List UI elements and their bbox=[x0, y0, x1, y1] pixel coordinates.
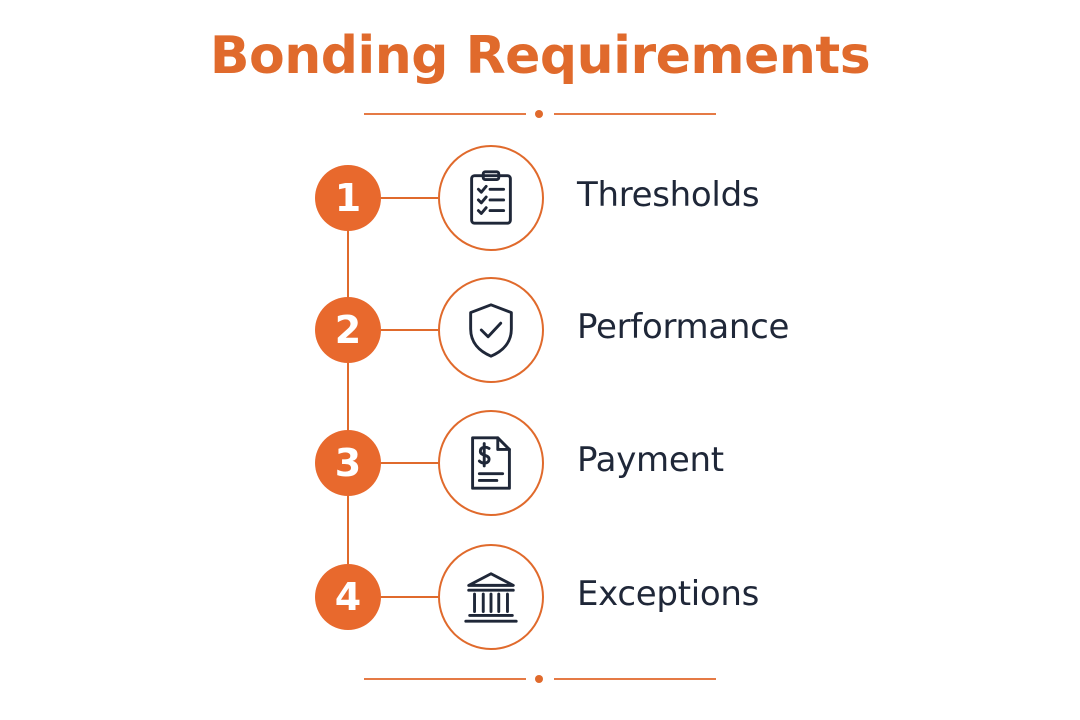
step-number-badge: 3 bbox=[315, 430, 381, 496]
shield-check-icon bbox=[469, 303, 513, 358]
divider-dot bbox=[535, 110, 543, 118]
step-connector bbox=[381, 197, 438, 199]
icon-ring bbox=[438, 544, 544, 650]
step-exceptions: 4 Exceptions bbox=[0, 544, 1080, 650]
icon-ring bbox=[438, 277, 544, 383]
dollar-document-icon bbox=[471, 436, 511, 490]
bank-building-icon bbox=[464, 572, 518, 623]
icon-ring bbox=[438, 410, 544, 516]
step-label: Performance bbox=[577, 307, 790, 347]
step-label: Exceptions bbox=[577, 574, 760, 614]
divider-line-left bbox=[364, 113, 526, 115]
timeline-spine bbox=[347, 196, 349, 598]
divider-dot bbox=[535, 675, 543, 683]
step-performance: 2 Performance bbox=[0, 277, 1080, 383]
step-number-badge: 2 bbox=[315, 297, 381, 363]
footer-divider bbox=[364, 674, 716, 684]
icon-ring bbox=[438, 145, 544, 251]
step-number-badge: 1 bbox=[315, 165, 381, 231]
page-title: Bonding Requirements bbox=[209, 26, 871, 86]
step-thresholds: 1 Thresholds bbox=[0, 145, 1080, 251]
step-number-badge: 4 bbox=[315, 564, 381, 630]
title-divider bbox=[364, 109, 716, 119]
clipboard-checklist-icon bbox=[470, 170, 512, 225]
step-connector bbox=[381, 329, 438, 331]
divider-line-left bbox=[364, 678, 526, 680]
step-label: Thresholds bbox=[577, 175, 760, 215]
divider-line-right bbox=[554, 113, 716, 115]
step-label: Payment bbox=[577, 440, 724, 480]
step-payment: 3 Payment bbox=[0, 410, 1080, 516]
step-connector bbox=[381, 462, 438, 464]
divider-line-right bbox=[554, 678, 716, 680]
step-connector bbox=[381, 596, 438, 598]
